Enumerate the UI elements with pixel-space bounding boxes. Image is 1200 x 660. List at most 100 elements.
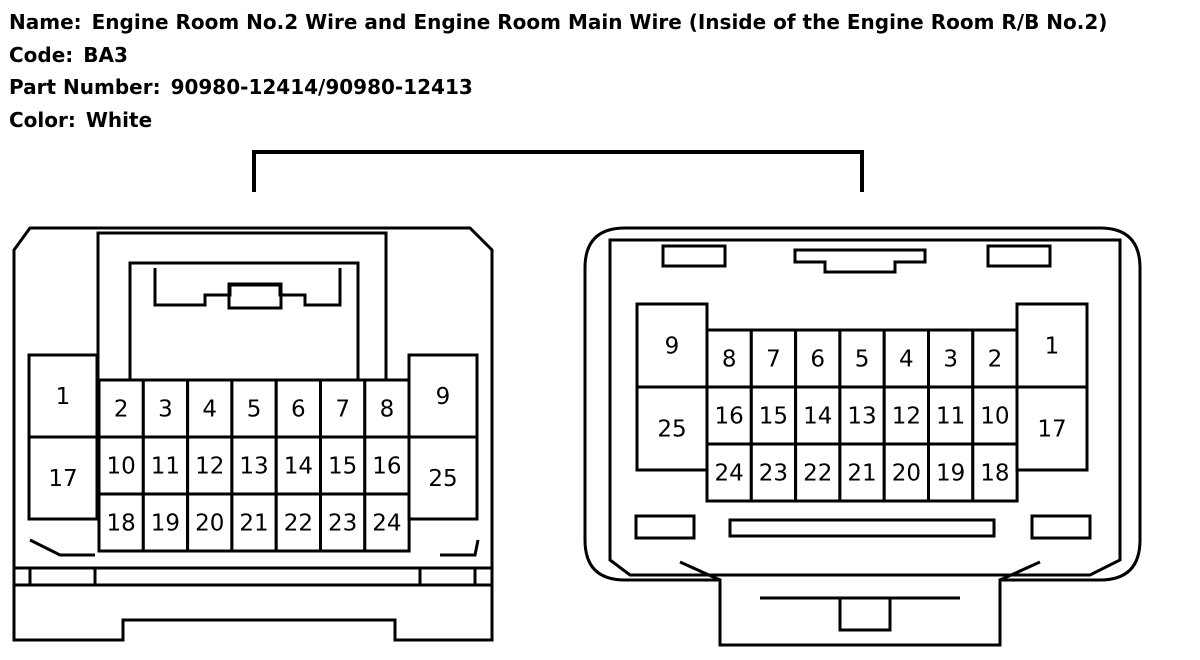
right-terminal-12-label: 12	[892, 404, 921, 430]
left-connector	[12, 226, 494, 642]
left-terminal-4-label: 4	[202, 397, 217, 423]
right-connector-bottom-slot-right	[1030, 514, 1092, 540]
right-connector-top-key	[793, 248, 927, 274]
left-terminal-6-label: 6	[291, 397, 306, 423]
right-terminal-11-label: 11	[936, 404, 965, 430]
right-connector	[583, 226, 1142, 647]
right-terminal-5-label: 5	[855, 347, 870, 373]
left-connector-bottom-rail	[14, 538, 492, 587]
left-terminal-25-label: 25	[428, 466, 457, 492]
left-terminal-18-cell	[97, 492, 145, 553]
right-terminal-10-label: 10	[980, 404, 1009, 430]
left-terminal-12-label: 12	[195, 454, 224, 480]
left-terminal-8-label: 8	[380, 397, 395, 423]
right-terminal-1-label: 1	[1045, 334, 1060, 360]
left-terminal-4-cell	[186, 378, 234, 439]
right-terminal-23-label: 23	[759, 461, 788, 487]
right-terminal-4-label: 4	[899, 347, 914, 373]
right-terminal-2-label: 2	[988, 347, 1003, 373]
left-terminal-23-label: 23	[328, 511, 357, 537]
left-terminal-15-label: 15	[328, 454, 357, 480]
left-terminal-16-cell	[363, 435, 411, 496]
part-number-value: 90980-12414/90980-12413	[170, 75, 473, 99]
left-terminal-14-cell	[274, 435, 323, 496]
right-terminal-10-cell	[971, 385, 1019, 446]
right-terminal-7-label: 7	[766, 347, 781, 373]
left-terminal-25-cell	[407, 435, 479, 521]
left-terminal-19-label: 19	[151, 511, 180, 537]
right-terminal-1-cell	[1015, 302, 1089, 389]
right-terminal-14-label: 14	[803, 404, 832, 430]
left-terminal-16-label: 16	[372, 454, 401, 480]
left-terminal-13-label: 13	[239, 454, 268, 480]
pair-bracket	[252, 150, 864, 192]
right-terminal-2-cell	[971, 328, 1019, 389]
right-terminal-24-label: 24	[715, 461, 744, 487]
left-terminal-5-cell	[230, 378, 278, 439]
right-terminal-21-cell	[838, 442, 886, 503]
name-value: Engine Room No.2 Wire and Engine Room Ma…	[91, 10, 1108, 34]
left-terminal-11-label: 11	[151, 454, 180, 480]
right-terminal-17-cell	[1015, 385, 1089, 472]
left-terminal-22-label: 22	[284, 511, 313, 537]
left-terminal-1-label: 1	[56, 384, 71, 410]
right-terminal-21-label: 21	[847, 461, 876, 487]
left-terminal-3-label: 3	[158, 397, 173, 423]
right-terminal-12-cell	[882, 385, 931, 446]
color-label: Color:	[9, 107, 76, 132]
left-terminal-22-cell	[274, 492, 323, 553]
left-connector-latch-inner	[153, 268, 342, 307]
left-terminal-10-cell	[97, 435, 145, 496]
part-number-line: Part Number:90980-12414/90980-12413	[9, 71, 1107, 104]
right-terminal-6-label: 6	[810, 347, 825, 373]
right-terminal-20-label: 20	[892, 461, 921, 487]
right-connector-body	[583, 226, 1142, 647]
left-terminal-1-cell	[27, 353, 99, 439]
right-terminal-19-cell	[927, 442, 975, 503]
right-terminal-3-label: 3	[943, 347, 958, 373]
right-terminal-16-cell	[705, 385, 753, 446]
left-terminal-2-cell	[97, 378, 145, 439]
left-terminal-9-label: 9	[436, 384, 451, 410]
right-terminal-8-label: 8	[722, 347, 737, 373]
left-terminal-12-cell	[186, 435, 234, 496]
name-line: Name: Engine Room No.2 Wire and Engine Ro…	[9, 6, 1107, 39]
right-terminal-6-cell	[794, 328, 842, 389]
right-terminal-18-cell	[971, 442, 1019, 503]
left-terminal-17-cell	[27, 435, 99, 521]
left-terminal-10-label: 10	[107, 454, 136, 480]
right-connector-top-slot-left	[661, 244, 727, 268]
right-terminal-25-label: 25	[657, 417, 686, 443]
right-terminal-19-label: 19	[936, 461, 965, 487]
left-terminal-24-cell	[363, 492, 411, 553]
left-connector-lock	[227, 282, 283, 310]
left-terminal-5-label: 5	[247, 397, 262, 423]
left-terminal-21-label: 21	[239, 511, 268, 537]
code-label: Code:	[9, 42, 74, 67]
code-line: Code:BA3	[9, 39, 1107, 72]
left-terminal-18-label: 18	[107, 511, 136, 537]
right-connector-bottom-slot-center	[728, 518, 996, 538]
right-terminal-22-label: 22	[803, 461, 832, 487]
right-connector-inner	[608, 238, 1122, 577]
right-connector-skirt	[679, 560, 1041, 632]
left-terminal-24-label: 24	[372, 511, 401, 537]
right-connector-top-slot-right	[986, 244, 1052, 268]
left-terminal-14-label: 14	[284, 454, 313, 480]
right-terminal-17-label: 17	[1037, 417, 1066, 443]
left-terminal-2-label: 2	[114, 397, 129, 423]
right-terminal-18-label: 18	[980, 461, 1009, 487]
left-terminal-17-label: 17	[48, 466, 77, 492]
right-terminal-13-label: 13	[847, 404, 876, 430]
left-terminal-7-cell	[319, 378, 367, 439]
color-value: White	[85, 107, 153, 132]
name-label: Name:	[9, 10, 82, 34]
right-connector-bottom-slot-left	[634, 514, 696, 540]
connector-info: Name: Engine Room No.2 Wire and Engine Ro…	[9, 6, 1107, 136]
left-terminal-7-label: 7	[335, 397, 350, 423]
color-line: Color: White	[9, 104, 1107, 137]
left-connector-body	[12, 226, 494, 642]
